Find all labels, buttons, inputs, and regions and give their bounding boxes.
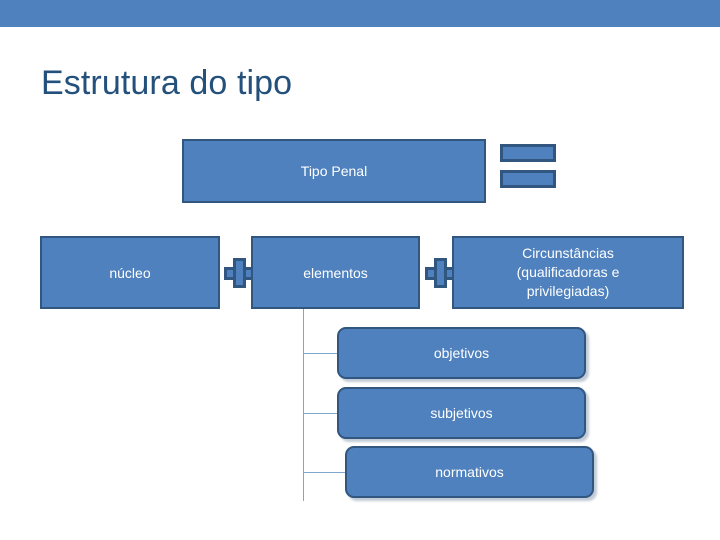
node-subjetivos[interactable]: subjetivos — [337, 387, 586, 439]
plus-center-fill — [437, 270, 444, 277]
node-objetivos[interactable]: objetivos — [337, 327, 586, 379]
node-nucleo[interactable]: núcleo — [40, 236, 220, 309]
connector-vertical — [303, 309, 304, 501]
node-circunstancias-line1: Circunstâncias — [522, 245, 614, 261]
node-circunstancias[interactable]: Circunstâncias (qualificadoras e privile… — [452, 236, 684, 309]
node-circunstancias-line3: privilegiadas) — [526, 283, 610, 299]
equals-bar-bottom — [500, 170, 556, 188]
plus-center-fill — [236, 270, 243, 277]
equals-sign-icon — [500, 144, 556, 188]
connector-branch-objetivos — [303, 353, 338, 354]
plus-sign-icon-1 — [224, 258, 254, 288]
node-circunstancias-line2: (qualificadoras e — [516, 264, 620, 280]
page-title: Estrutura do tipo — [41, 64, 293, 102]
equals-bar-top — [500, 144, 556, 162]
top-accent-bar — [0, 0, 720, 27]
node-tipo-penal[interactable]: Tipo Penal — [182, 139, 486, 203]
node-elementos[interactable]: elementos — [251, 236, 420, 309]
node-normativos[interactable]: normativos — [345, 446, 594, 498]
connector-branch-normativos — [303, 472, 346, 473]
connector-branch-subjetivos — [303, 413, 338, 414]
plus-sign-icon-2 — [425, 258, 455, 288]
